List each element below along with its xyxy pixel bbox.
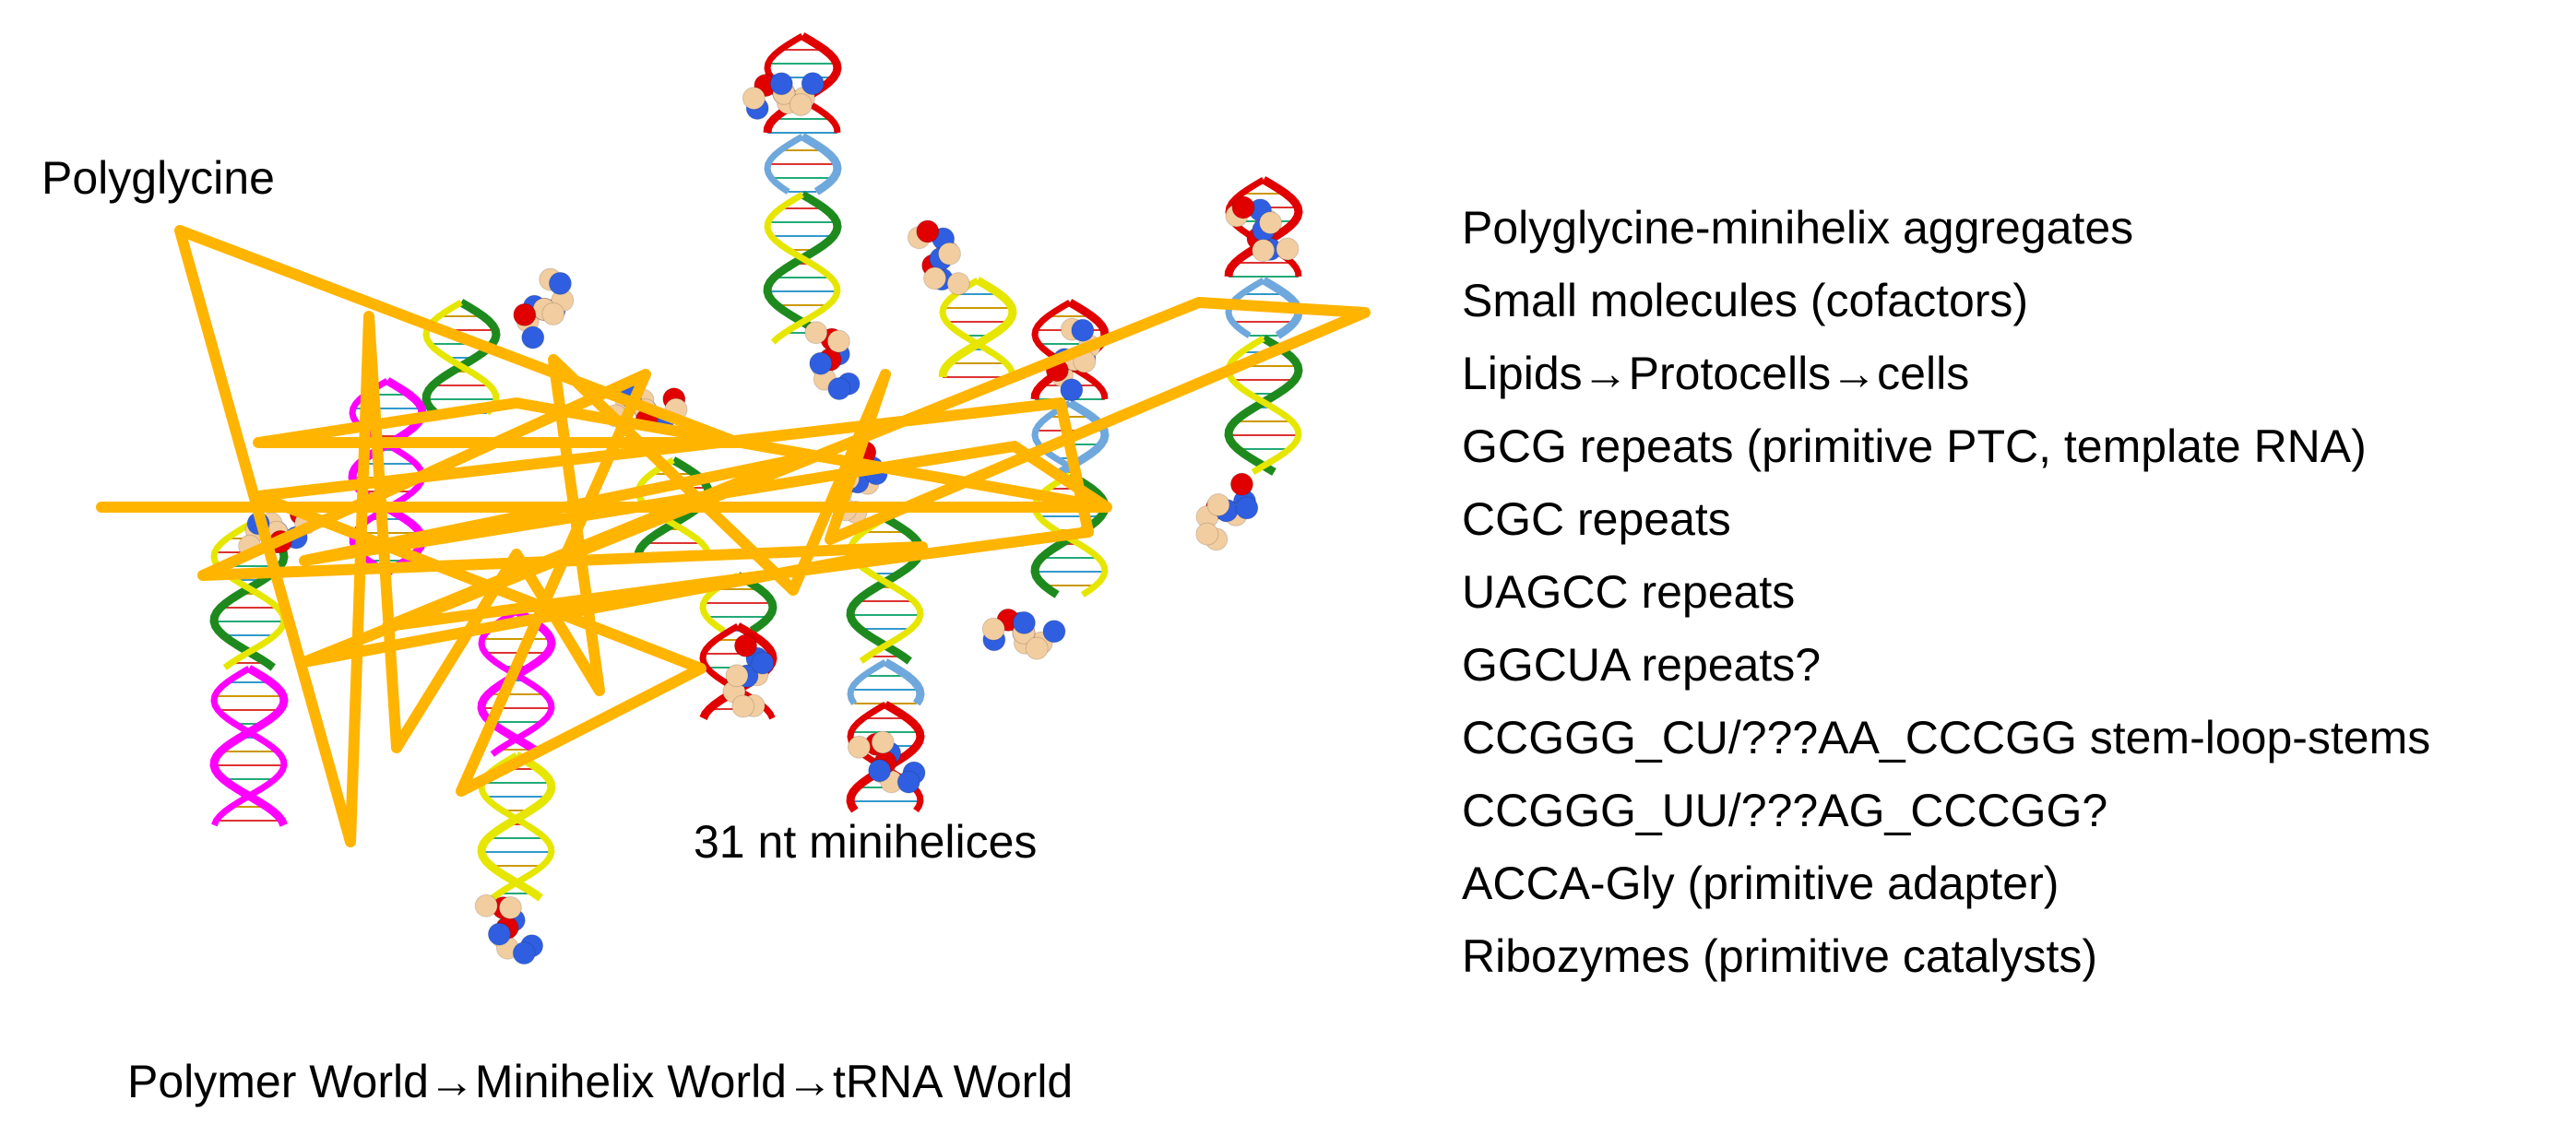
- list-item: CGC repeats: [1462, 493, 1731, 545]
- cofactor-sphere-cluster: [981, 608, 1066, 660]
- cofactor-sphere-cluster: [1195, 472, 1259, 551]
- list-item: UAGCC repeats: [1462, 566, 1796, 618]
- cofactor-sphere-cluster: [513, 267, 575, 349]
- cofactor-sphere-cluster: [1225, 195, 1300, 263]
- minihelices-label: 31 nt minihelices: [694, 816, 1038, 868]
- molecular-model-illustration: [96, 32, 1371, 965]
- polyglycine-label: Polyglycine: [42, 152, 275, 204]
- cofactor-sphere-cluster: [722, 633, 775, 718]
- helix-segment: [938, 277, 1017, 378]
- cofactor-sphere-cluster: [847, 730, 926, 794]
- cofactor-sphere-cluster: [474, 893, 544, 965]
- list-item: CCGGG_CU/???AA_CCCGG stem-loop-stems: [1462, 712, 2431, 763]
- helix-segment: [846, 515, 925, 665]
- helix-segment: [764, 133, 842, 195]
- helix-segment: [763, 191, 842, 346]
- list-item: GGCUA repeats?: [1462, 639, 1822, 691]
- list-item: Lipids→Protocells→cells: [1462, 348, 1970, 399]
- helix-segment: [1224, 335, 1303, 476]
- list-item: Polyglycine-minihelix aggregates: [1462, 202, 2134, 254]
- list-item: Ribozymes (primitive catalysts): [1462, 930, 2098, 982]
- list-item: ACCA-Gly (primitive adapter): [1462, 858, 2060, 909]
- helix-segment: [421, 299, 501, 417]
- list-item: Small molecules (cofactors): [1462, 275, 2029, 326]
- world-progression-caption: Polymer World→Minihelix World→tRNA World: [127, 1056, 1074, 1107]
- cofactor-sphere-cluster: [907, 219, 970, 296]
- list-item: GCG repeats (primitive PTC, template RNA…: [1462, 420, 2367, 472]
- cofactor-sphere-cluster: [742, 72, 825, 120]
- cofactor-sphere-cluster: [804, 321, 861, 400]
- list-item: CCGGG_UU/???AG_CCCGG?: [1462, 785, 2108, 836]
- polyglycine-chain: [96, 225, 1371, 847]
- components-list: Polyglycine-minihelix aggregates Small m…: [1462, 192, 2430, 993]
- helix-segment: [209, 665, 289, 827]
- helix-segment: [847, 658, 925, 706]
